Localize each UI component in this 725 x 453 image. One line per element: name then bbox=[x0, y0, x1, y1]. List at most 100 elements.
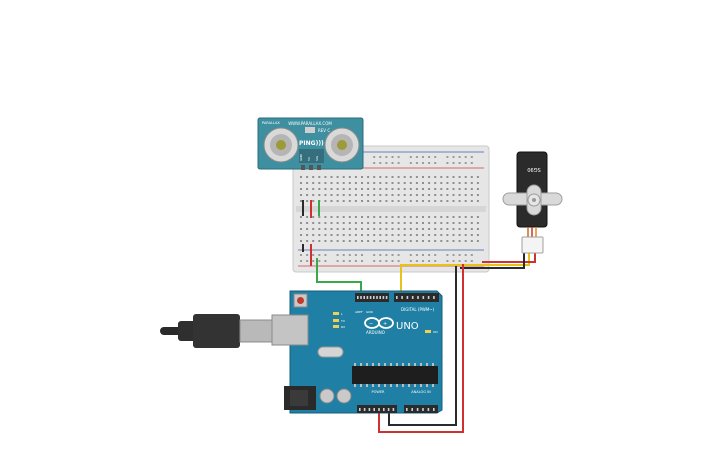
breadboard-hole bbox=[330, 182, 333, 184]
breadboard-hole bbox=[336, 194, 339, 196]
ping-pin-sig[interactable] bbox=[317, 165, 321, 170]
breadboard-hole bbox=[373, 228, 376, 230]
breadboard-hole bbox=[336, 182, 339, 184]
breadboard-hole bbox=[440, 194, 443, 196]
power-pin bbox=[378, 408, 380, 411]
arduino-uno[interactable]: DIGITAL (PWM~) AREF GND L TX RX ON − + U… bbox=[271, 290, 443, 414]
digital-header-right[interactable] bbox=[394, 293, 439, 302]
breadboard-hole bbox=[403, 188, 406, 190]
rail-hole bbox=[318, 254, 321, 256]
breadboard-hole bbox=[391, 240, 394, 242]
ping-pin-5v[interactable] bbox=[309, 165, 313, 170]
usb-strain-relief bbox=[178, 321, 196, 341]
usb-cable[interactable] bbox=[160, 314, 275, 348]
ping-url: WWW.PARALLAX.COM bbox=[288, 121, 332, 126]
breadboard-hole bbox=[409, 194, 412, 196]
chip-pin bbox=[426, 363, 428, 366]
chip-pin bbox=[402, 384, 404, 387]
breadboard[interactable] bbox=[292, 145, 490, 273]
power-jack-inner bbox=[290, 390, 308, 406]
breadboard-hole bbox=[379, 216, 382, 218]
wire-arduino-gnd[interactable] bbox=[388, 266, 457, 426]
breadboard-hole bbox=[476, 182, 479, 184]
chip-pin bbox=[420, 384, 422, 387]
rail-hole bbox=[379, 156, 382, 158]
breadboard-hole bbox=[470, 222, 473, 224]
breadboard-hole bbox=[409, 188, 412, 190]
digital-header-left[interactable] bbox=[355, 293, 389, 302]
breadboard-hole bbox=[397, 194, 400, 196]
breadboard-hole bbox=[379, 228, 382, 230]
chip-pin bbox=[354, 363, 356, 366]
atmega-chip bbox=[352, 366, 438, 384]
digital-pin bbox=[366, 296, 369, 299]
chip-pin bbox=[390, 363, 392, 366]
ping-pin-gnd[interactable] bbox=[301, 165, 305, 170]
breadboard-hole bbox=[403, 222, 406, 224]
rail-hole bbox=[434, 260, 437, 262]
breadboard-hole bbox=[306, 234, 309, 236]
breadboard-hole bbox=[385, 182, 388, 184]
breadboard-hole bbox=[452, 228, 455, 230]
breadboard-hole bbox=[318, 240, 321, 242]
breadboard-hole bbox=[428, 216, 431, 218]
power-pin bbox=[383, 408, 385, 411]
rail-hole bbox=[415, 162, 418, 164]
breadboard-hole bbox=[312, 200, 315, 202]
breadboard-hole bbox=[342, 228, 345, 230]
breadboard-hole bbox=[312, 176, 315, 178]
breadboard-hole bbox=[385, 176, 388, 178]
rail-hole bbox=[422, 260, 424, 262]
breadboard-hole bbox=[440, 216, 443, 218]
servo-connector[interactable] bbox=[521, 236, 544, 254]
chip-pin bbox=[408, 384, 410, 387]
breadboard-hole bbox=[458, 182, 461, 184]
breadboard-hole bbox=[354, 228, 357, 230]
breadboard-hole bbox=[348, 194, 351, 196]
breadboard-hole bbox=[415, 234, 418, 236]
rail-hole bbox=[446, 162, 449, 164]
digital-pin bbox=[422, 296, 425, 299]
power-pin bbox=[387, 408, 390, 411]
breadboard-hole bbox=[385, 216, 388, 218]
ping-sensor[interactable]: WWW.PARALLAX.COM REV C PING))) PARALLAX … bbox=[257, 117, 364, 170]
breadboard-hole bbox=[318, 228, 321, 230]
breadboard-hole bbox=[348, 176, 351, 178]
analog-header[interactable] bbox=[404, 405, 438, 413]
wire-servo-ground[interactable] bbox=[460, 253, 525, 269]
breadboard-hole bbox=[330, 176, 333, 178]
breadboard-hole bbox=[379, 240, 382, 242]
breadboard-hole bbox=[300, 234, 302, 236]
breadboard-hole bbox=[458, 216, 461, 218]
breadboard-hole bbox=[434, 240, 437, 242]
breadboard-hole bbox=[464, 216, 467, 218]
breadboard-hole bbox=[312, 182, 315, 184]
servo-motor[interactable]: SG90 bbox=[502, 151, 563, 254]
breadboard-hole bbox=[470, 200, 473, 202]
breadboard-hole bbox=[415, 188, 418, 190]
breadboard-hole bbox=[324, 240, 327, 242]
wire-arduino-5v[interactable] bbox=[378, 264, 464, 433]
l-led-label: L bbox=[341, 312, 343, 316]
digital-pin bbox=[385, 296, 388, 299]
wire-servo-signal[interactable] bbox=[400, 253, 530, 298]
breadboard-hole bbox=[324, 234, 327, 236]
wire-ping-signal[interactable] bbox=[316, 258, 362, 296]
breadboard-hole bbox=[397, 222, 400, 224]
breadboard-hole bbox=[434, 222, 437, 224]
breadboard-hole bbox=[422, 240, 424, 242]
breadboard-hole bbox=[428, 234, 431, 236]
digital-pin bbox=[379, 296, 381, 299]
wire-servo-power[interactable] bbox=[482, 253, 536, 263]
breadboard-hole bbox=[391, 216, 394, 218]
breadboard-hole bbox=[348, 182, 351, 184]
ping-led bbox=[305, 127, 315, 133]
chip-pin bbox=[396, 384, 398, 387]
rail-hole bbox=[428, 254, 431, 256]
breadboard-hole bbox=[464, 234, 467, 236]
breadboard-hole bbox=[300, 176, 302, 178]
breadboard-hole bbox=[391, 176, 394, 178]
chip-pin bbox=[432, 363, 434, 366]
power-header[interactable] bbox=[357, 405, 397, 413]
ping-rev: REV C bbox=[318, 128, 330, 133]
